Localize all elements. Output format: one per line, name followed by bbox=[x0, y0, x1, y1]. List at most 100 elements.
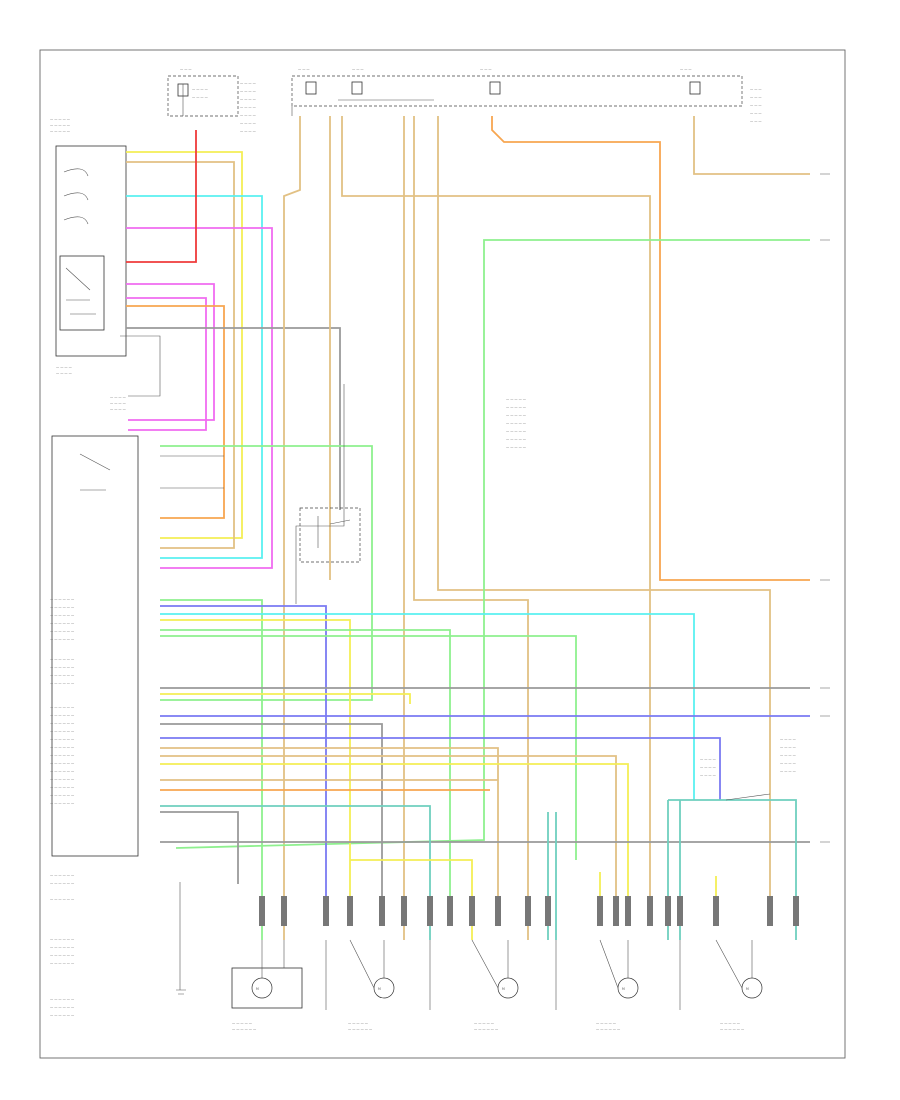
wire-red-1 bbox=[126, 130, 197, 263]
actuator-motor-2: M bbox=[325, 939, 395, 1010]
wire-orange-feed bbox=[491, 116, 810, 581]
svg-text:— — — — — —: — — — — — — bbox=[50, 1005, 75, 1009]
wire-yellow-4 bbox=[160, 763, 629, 920]
fuse-block-main: — — — — — — — — — — — — — — — — — — — — … bbox=[291, 67, 762, 123]
svg-text:— — — — — —: — — — — — — bbox=[50, 785, 75, 789]
svg-text:— — — — — —: — — — — — — bbox=[720, 1027, 745, 1031]
svg-text:— — — — — —: — — — — — — bbox=[50, 753, 75, 757]
svg-text:— — — —: — — — — bbox=[780, 737, 797, 741]
svg-text:— — — — — —: — — — — — — bbox=[50, 1013, 75, 1017]
svg-text:— — — — — —: — — — — — — bbox=[50, 873, 75, 877]
svg-text:— — — — —: — — — — — bbox=[506, 397, 527, 401]
svg-text:— — — — —: — — — — — bbox=[506, 437, 527, 441]
wire-teal-right-2 bbox=[668, 799, 797, 940]
switch-block-lower: — — — — — — — — — — — — — — — — — — — — … bbox=[50, 395, 139, 857]
svg-text:— — — — — —: — — — — — — bbox=[348, 1027, 373, 1031]
svg-text:— — — —: — — — — bbox=[780, 745, 797, 749]
svg-text:— — —: — — — bbox=[352, 67, 364, 71]
wire-gray-4 bbox=[160, 811, 239, 884]
svg-text:— — — — — —: — — — — — — bbox=[50, 613, 75, 617]
svg-text:— — — — — —: — — — — — — bbox=[50, 997, 75, 1001]
svg-text:— — —: — — — bbox=[180, 67, 192, 71]
svg-text:— — — — —: — — — — — bbox=[506, 445, 527, 449]
svg-text:— — — —: — — — — bbox=[56, 365, 73, 369]
wire-tan-feed-5 bbox=[413, 116, 529, 940]
svg-text:— — — — — —: — — — — — — bbox=[50, 945, 75, 949]
wire-pink-2 bbox=[126, 283, 215, 421]
wire-orange-1 bbox=[126, 305, 225, 519]
svg-text:M: M bbox=[502, 987, 505, 991]
wire-gray-1 bbox=[126, 327, 341, 510]
svg-text:— — — — — —: — — — — — — bbox=[232, 1027, 257, 1031]
svg-text:— — — — — —: — — — — — — bbox=[50, 761, 75, 765]
svg-text:— — — —: — — — — bbox=[240, 89, 257, 93]
switch-block-upper: — — — — — — — — — — — — — — — — — — — — … bbox=[50, 117, 127, 375]
svg-text:— — —: — — — bbox=[750, 87, 762, 91]
svg-text:— — — —: — — — — bbox=[240, 113, 257, 117]
svg-text:— — — — — —: — — — — — — bbox=[50, 597, 75, 601]
svg-text:— — — — — —: — — — — — — bbox=[50, 801, 75, 805]
svg-text:— — — — —: — — — — — bbox=[50, 123, 71, 127]
fuse-block-left: — — — — — — — — — — — — — — — — — — — — … bbox=[167, 67, 257, 133]
svg-text:— — —: — — — bbox=[480, 67, 492, 71]
svg-text:— — — —: — — — — bbox=[780, 769, 797, 773]
actuator-motor-4: M bbox=[555, 939, 639, 1010]
svg-text:— — — — — —: — — — — — — bbox=[50, 705, 75, 709]
wire-green-3 bbox=[160, 599, 263, 940]
svg-text:— — —: — — — bbox=[680, 67, 692, 71]
svg-text:— — — — — —: — — — — — — bbox=[50, 713, 75, 717]
relay-center bbox=[299, 507, 361, 563]
wire-tan-2 bbox=[160, 747, 499, 920]
svg-text:— — — —: — — — — bbox=[192, 87, 209, 91]
svg-text:— — — — — —: — — — — — — bbox=[50, 621, 75, 625]
svg-text:— — — —: — — — — bbox=[700, 757, 717, 761]
svg-text:— — — —: — — — — bbox=[56, 371, 73, 375]
wire-yellow-5 bbox=[350, 859, 473, 940]
svg-text:— — — —: — — — — bbox=[700, 765, 717, 769]
svg-text:— — — —: — — — — bbox=[240, 121, 257, 125]
connector-row bbox=[259, 896, 799, 926]
svg-text:— — — — — —: — — — — — — bbox=[50, 673, 75, 677]
svg-text:— — —: — — — bbox=[750, 111, 762, 115]
svg-text:— — — — — —: — — — — — — bbox=[50, 777, 75, 781]
svg-text:— — — —: — — — — bbox=[110, 407, 127, 411]
svg-text:— — — — —: — — — — — bbox=[720, 1021, 741, 1025]
svg-text:— — —: — — — bbox=[750, 119, 762, 123]
svg-text:— — — —: — — — — bbox=[240, 105, 257, 109]
wire-tan-feed-3 bbox=[341, 116, 651, 920]
svg-text:— — — — — —: — — — — — — bbox=[50, 897, 75, 901]
wire-yellow-1 bbox=[126, 151, 243, 539]
svg-text:— — — — — —: — — — — — — bbox=[50, 657, 75, 661]
svg-text:— — — — — —: — — — — — — bbox=[50, 637, 75, 641]
svg-text:— — — — —: — — — — — bbox=[506, 421, 527, 425]
svg-text:— — — — — —: — — — — — — bbox=[50, 681, 75, 685]
svg-text:— — — — —: — — — — — bbox=[232, 1021, 253, 1025]
svg-text:— — — — — —: — — — — — — bbox=[50, 937, 75, 941]
svg-text:— — — — —: — — — — — bbox=[474, 1021, 495, 1025]
svg-text:— — — — — —: — — — — — — bbox=[50, 769, 75, 773]
wire-light-blue-1 bbox=[126, 195, 263, 559]
svg-text:— — — —: — — — — bbox=[110, 401, 127, 405]
svg-text:— — — —: — — — — bbox=[110, 395, 127, 399]
wire-blue-3 bbox=[160, 737, 721, 800]
wire-light-blue-2 bbox=[160, 613, 695, 800]
svg-text:— — —: — — — bbox=[750, 95, 762, 99]
svg-text:— — — — — —: — — — — — — bbox=[50, 953, 75, 957]
svg-text:— — — —: — — — — bbox=[780, 761, 797, 765]
wire-tan-1 bbox=[126, 161, 235, 549]
actuator-motor-3: M bbox=[429, 939, 519, 1010]
svg-text:— — — —: — — — — bbox=[240, 129, 257, 133]
wire-tan-feed-6 bbox=[437, 116, 771, 920]
wire-blue-1 bbox=[160, 605, 327, 920]
svg-text:M: M bbox=[746, 987, 749, 991]
svg-text:— — — — — —: — — — — — — bbox=[50, 737, 75, 741]
svg-text:— — — — —: — — — — — bbox=[596, 1021, 617, 1025]
svg-text:— — — —: — — — — bbox=[240, 81, 257, 85]
wire-gray-3 bbox=[160, 723, 383, 920]
svg-text:— — — — — —: — — — — — — bbox=[596, 1027, 621, 1031]
svg-text:— — — — — —: — — — — — — bbox=[50, 721, 75, 725]
svg-text:— — — — —: — — — — — bbox=[348, 1021, 369, 1025]
svg-text:— — — — — —: — — — — — — bbox=[50, 881, 75, 885]
svg-text:— — — — — —: — — — — — — bbox=[50, 745, 75, 749]
